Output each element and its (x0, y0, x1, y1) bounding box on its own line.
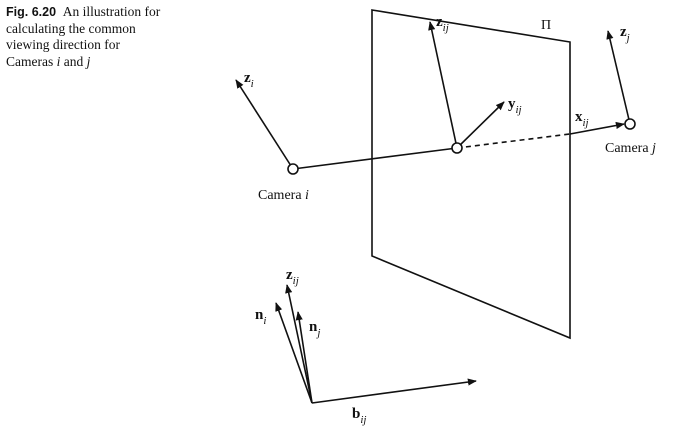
x-ij-label: xij (575, 109, 589, 129)
caption-line-1: An illustration for (62, 4, 161, 19)
camera-j-center (624, 118, 636, 130)
plane-intersection-point (451, 142, 463, 154)
x-ij-arrow (569, 121, 625, 135)
plane-pi (371, 9, 571, 340)
camera-i-center (287, 163, 299, 175)
y-ij-label: yij (508, 96, 522, 116)
caption-line-3: viewing direction for (6, 37, 120, 52)
z-j-axis (606, 30, 631, 125)
z-i-label: zi (244, 70, 254, 90)
z-ij-label: zij (436, 14, 449, 34)
z-ij-axis (428, 21, 458, 149)
z-ij-bottom-label: zij (286, 267, 299, 287)
figure-label: Fig. 6.20 (6, 5, 57, 19)
caption-camera-i: i (56, 53, 61, 69)
n-j-vector (295, 311, 313, 404)
y-ij-axis (456, 101, 505, 149)
figure-caption: Fig. 6.20 An illustration for calculatin… (6, 4, 206, 70)
caption-and: and (63, 53, 84, 69)
caption-line-4-prefix: Cameras (6, 53, 54, 69)
plane-pi-label: Π (541, 18, 551, 33)
camera-j-label: Camera j (605, 141, 656, 156)
camera-i-label: Camera i (258, 188, 309, 203)
baseline-dashed (456, 133, 571, 149)
baseline-solid (292, 147, 458, 170)
z-ij-bottom-vector (285, 284, 313, 404)
b-ij-label: bij (352, 406, 366, 426)
z-j-label: zj (620, 24, 630, 44)
b-ij-vector (311, 378, 477, 404)
caption-line-2: calculating the common (6, 20, 136, 36)
caption-camera-j: j (86, 53, 91, 69)
z-i-axis (235, 79, 294, 170)
n-i-vector (275, 302, 313, 404)
n-i-label: ni (255, 307, 266, 327)
n-j-label: nj (309, 319, 320, 339)
